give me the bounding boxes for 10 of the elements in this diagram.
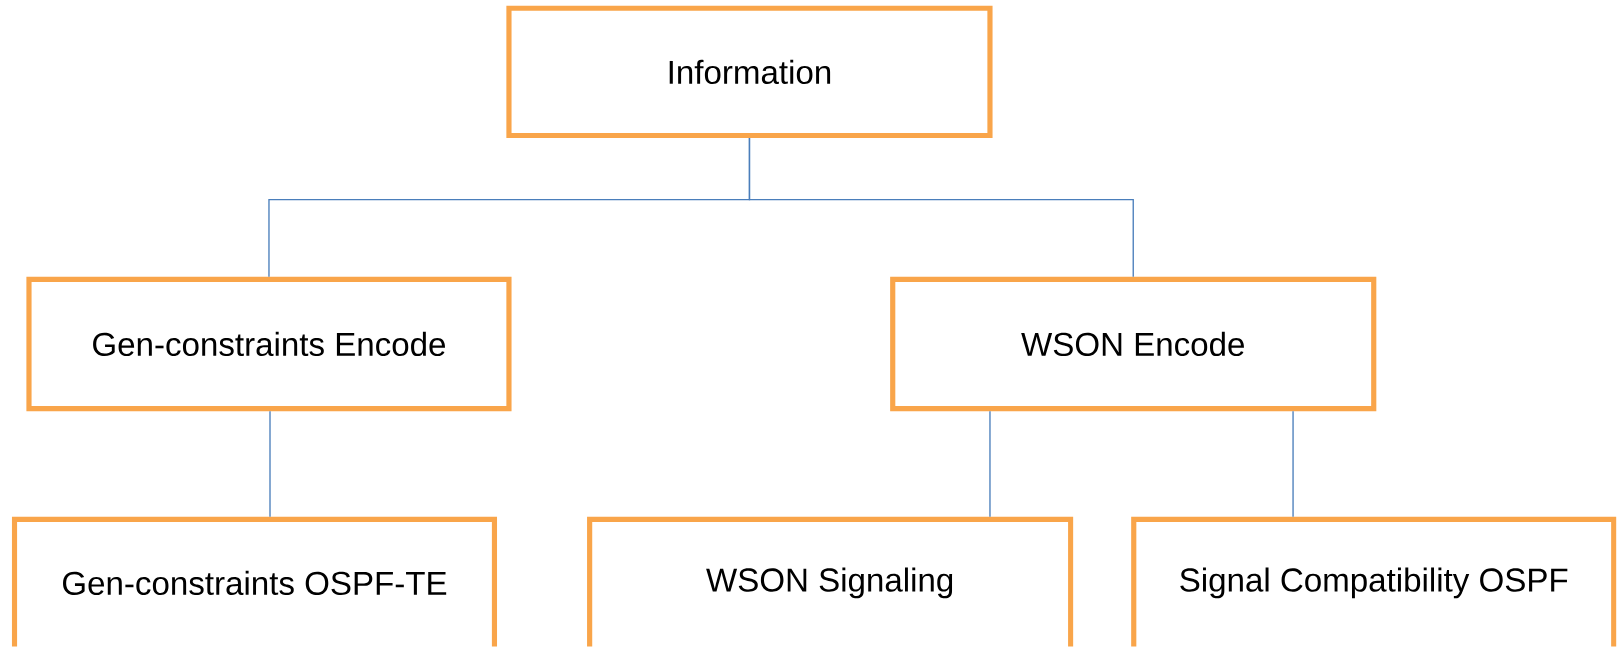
- connector-line: [748, 137, 1134, 278]
- connector-line: [1292, 410, 1294, 518]
- box: Gen-constraints Encode: [26, 276, 512, 412]
- box: WSON Encode: [890, 276, 1377, 412]
- connector-line: [989, 410, 991, 518]
- box: Gen-constraints OSPF-TE: [11, 516, 498, 647]
- box: WSON Signaling: [587, 516, 1074, 647]
- box: Signal Compatibility OSPF: [1131, 516, 1617, 647]
- box: Information: [506, 5, 993, 139]
- connector-line: [269, 410, 271, 518]
